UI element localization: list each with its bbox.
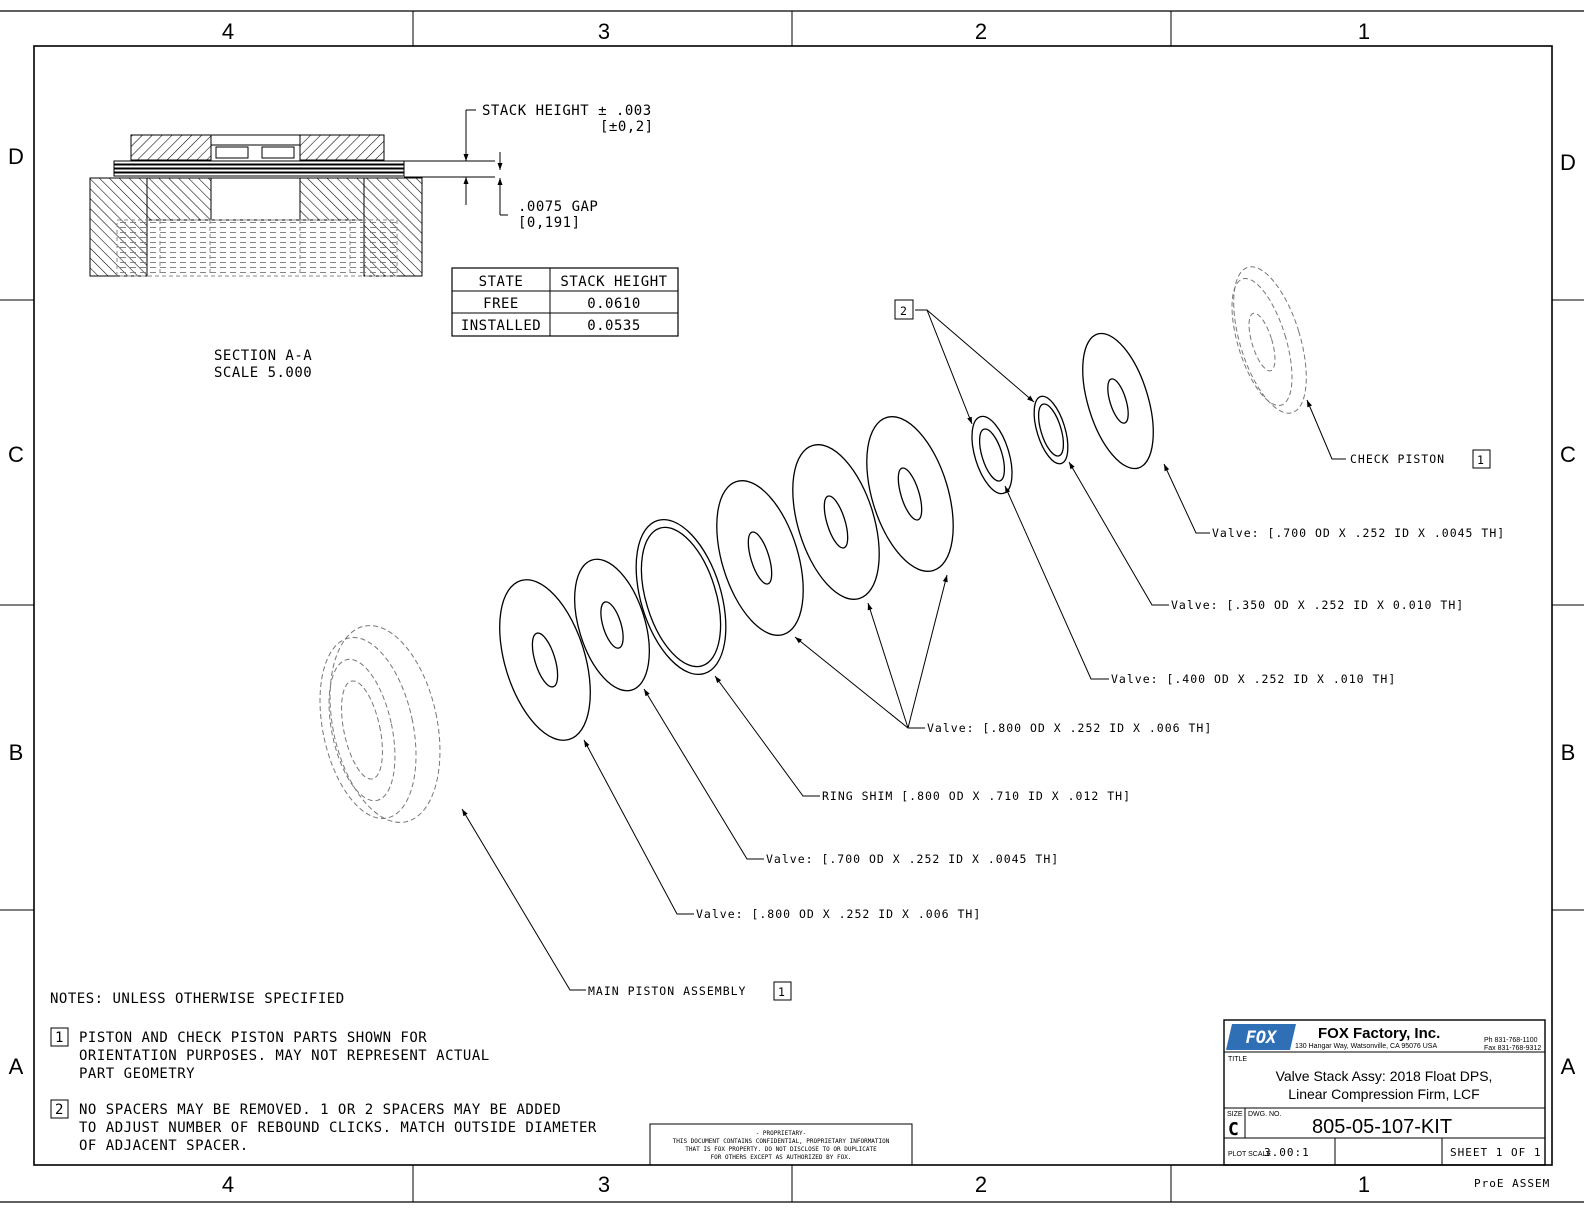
zone-col-1-top: 1 bbox=[1358, 19, 1370, 44]
balloon-2-box bbox=[894, 299, 914, 320]
notes-header: NOTES: UNLESS OTHERWISE SPECIFIED bbox=[50, 991, 345, 1007]
note-1-line: ORIENTATION PURPOSES. MAY NOT REPRESENT … bbox=[79, 1048, 490, 1064]
table-cell-state: FREE bbox=[483, 296, 519, 312]
ring-shim-part bbox=[635, 518, 727, 676]
zone-row-d-left: D bbox=[8, 144, 24, 169]
valve-800-a-part bbox=[716, 480, 804, 636]
note-1-box bbox=[50, 1027, 69, 1047]
main-piston-label: MAIN PISTON ASSEMBLY bbox=[588, 984, 746, 998]
section-a-a-view bbox=[89, 109, 508, 277]
zone-col-4-top: 4 bbox=[222, 19, 234, 44]
valve-800-bottom-label: Valve: [.800 OD X .252 ID X .006 TH] bbox=[696, 907, 981, 921]
company-name: FOX Factory, Inc. bbox=[1318, 1025, 1440, 1042]
company-fax: Fax 831-768-9312 bbox=[1484, 1045, 1541, 1052]
main-piston-part bbox=[319, 625, 441, 823]
check-piston-note-number: 1 bbox=[1477, 453, 1485, 467]
main-piston-note-box bbox=[773, 981, 792, 1001]
proprietary-line: THAT IS FOX PROPERTY. DO NOT DISCLOSE TO… bbox=[685, 1146, 877, 1153]
valve-400-label: Valve: [.400 OD X .252 ID X .010 TH] bbox=[1111, 672, 1396, 686]
proprietary-line: FOR OTHERS EXCEPT AS AUTHORIZED BY FOX. bbox=[711, 1154, 852, 1161]
note-2-box bbox=[50, 1099, 69, 1119]
valve-700-bottom-part bbox=[574, 558, 650, 692]
zone-col-3-bottom: 3 bbox=[598, 1172, 610, 1197]
zone-row-c-right: C bbox=[1560, 442, 1576, 467]
valve-800-bottom-part bbox=[499, 579, 591, 741]
title-label: TITLE bbox=[1228, 1056, 1247, 1063]
note-2-line: TO ADJUST NUMBER OF REBOUND CLICKS. MATC… bbox=[79, 1120, 597, 1136]
company-phone: Ph 831-768-1100 bbox=[1484, 1037, 1538, 1044]
table-cell-height: 0.0535 bbox=[587, 318, 641, 334]
zone-col-3-top: 3 bbox=[598, 19, 610, 44]
dwg-no-label: DWG. NO. bbox=[1248, 1111, 1281, 1118]
zone-row-a-right: A bbox=[1561, 1054, 1576, 1079]
drawing-number: 805-05-107-KIT bbox=[1312, 1116, 1452, 1138]
valve-400-part bbox=[971, 415, 1013, 495]
proprietary-notice: - PROPRIETARY- THIS DOCUMENT CONTAINS CO… bbox=[649, 1123, 913, 1166]
zone-row-b-left: B bbox=[9, 740, 24, 765]
fox-logo: FOX bbox=[1226, 1024, 1296, 1050]
notes-block: NOTES: UNLESS OTHERWISE SPECIFIED 1 PIST… bbox=[50, 991, 597, 1154]
zone-row-c-left: C bbox=[8, 442, 24, 467]
note-1-line: PART GEOMETRY bbox=[79, 1066, 195, 1082]
proe-label: ProE ASSEM bbox=[1474, 1177, 1550, 1190]
gap-metric: [0,191] bbox=[518, 215, 581, 231]
sheet-number: SHEET 1 OF 1 bbox=[1450, 1146, 1541, 1159]
ring-shim-label: RING SHIM [.800 OD X .710 ID X .012 TH] bbox=[822, 789, 1131, 803]
main-piston-note-number: 1 bbox=[778, 985, 786, 999]
table-header-stack-height: STACK HEIGHT bbox=[560, 274, 667, 290]
plot-scale-value: 3.00:1 bbox=[1264, 1146, 1310, 1159]
zone-labels: 4 3 2 1 4 3 2 1 D C B A D C B A bbox=[8, 19, 1576, 1197]
table-header-state: STATE bbox=[479, 274, 524, 290]
zone-col-2-bottom: 2 bbox=[975, 1172, 987, 1197]
stack-height-label: STACK HEIGHT ± .003 bbox=[482, 103, 652, 119]
valve-350-label: Valve: [.350 OD X .252 ID X 0.010 TH] bbox=[1171, 598, 1464, 612]
balloon-2-number: 2 bbox=[900, 304, 908, 318]
table-cell-height: 0.0610 bbox=[587, 296, 641, 312]
stack-height-table: STATE STACK HEIGHT FREE 0.0610 INSTALLED… bbox=[451, 267, 679, 337]
zone-row-b-right: B bbox=[1561, 740, 1576, 765]
drawing-title-line: Linear Compression Firm, LCF bbox=[1288, 1086, 1479, 1102]
section-scale: SCALE 5.000 bbox=[214, 365, 312, 381]
valve-800-c-part bbox=[866, 416, 954, 572]
zone-row-d-right: D bbox=[1560, 150, 1576, 175]
check-piston-part bbox=[1231, 266, 1307, 414]
table-cell-state: INSTALLED bbox=[461, 318, 541, 334]
note-2-number: 2 bbox=[55, 1102, 64, 1118]
section-title: SECTION A-A bbox=[214, 348, 312, 364]
stack-height-metric: [±0,2] bbox=[600, 119, 654, 135]
size-label: SIZE bbox=[1227, 1111, 1243, 1118]
zone-col-1-bottom: 1 bbox=[1358, 1172, 1370, 1197]
valve-350-part bbox=[1033, 395, 1069, 465]
plot-scale-label: PLOT SCALE bbox=[1228, 1151, 1271, 1158]
title-block: FOX FOX Factory, Inc. 130 Hangar Way, Wa… bbox=[1223, 1019, 1546, 1166]
gap-label: .0075 GAP bbox=[518, 199, 598, 215]
note-2-line: NO SPACERS MAY BE REMOVED. 1 OR 2 SPACER… bbox=[79, 1102, 561, 1118]
valve-700-top-part bbox=[1082, 332, 1154, 470]
size-value: C bbox=[1228, 1119, 1239, 1140]
note-1-number: 1 bbox=[55, 1030, 64, 1046]
zone-col-2-top: 2 bbox=[975, 19, 987, 44]
valve-700-top-label: Valve: [.700 OD X .252 ID X .0045 TH] bbox=[1212, 526, 1505, 540]
exploded-valve-stack bbox=[319, 266, 1307, 823]
leader-lines bbox=[461, 309, 1346, 991]
valve-800-group-label: Valve: [.800 OD X .252 ID X .006 TH] bbox=[927, 721, 1212, 735]
callouts: CHECK PISTON 1 Valve: [.700 OD X .252 ID… bbox=[588, 299, 1505, 1001]
check-piston-note-box bbox=[1472, 449, 1491, 469]
section-dimensions: STACK HEIGHT ± .003 [±0,2] .0075 GAP [0,… bbox=[214, 103, 654, 381]
zone-col-4-bottom: 4 bbox=[222, 1172, 234, 1197]
proprietary-line: - PROPRIETARY- bbox=[756, 1130, 807, 1137]
zone-row-a-left: A bbox=[9, 1054, 24, 1079]
note-2-line: OF ADJACENT SPACER. bbox=[79, 1138, 249, 1154]
fox-logo-text: FOX bbox=[1246, 1028, 1278, 1048]
check-piston-label: CHECK PISTON bbox=[1350, 452, 1445, 466]
drawing-title-line: Valve Stack Assy: 2018 Float DPS, bbox=[1276, 1068, 1493, 1084]
valve-800-b-part bbox=[792, 444, 880, 600]
proprietary-line: THIS DOCUMENT CONTAINS CONFIDENTIAL, PRO… bbox=[673, 1138, 890, 1145]
company-address: 130 Hangar Way, Watsonville, CA 95076 US… bbox=[1295, 1043, 1437, 1050]
note-1-line: PISTON AND CHECK PISTON PARTS SHOWN FOR bbox=[79, 1030, 427, 1046]
valve-700-bottom-label: Valve: [.700 OD X .252 ID X .0045 TH] bbox=[766, 852, 1059, 866]
